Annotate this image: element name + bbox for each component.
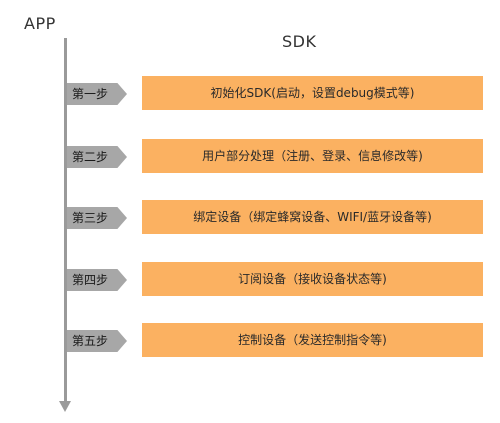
step-row-5: 第五步 控制设备（发送控制指令等)	[0, 323, 500, 357]
step-tag-4: 第四步	[67, 269, 127, 291]
step-row-1: 第一步 初始化SDK(启动，设置debug模式等)	[0, 76, 500, 110]
step-tag-3: 第三步	[67, 207, 127, 229]
timeline-line	[64, 38, 67, 402]
step-box-5: 控制设备（发送控制指令等)	[142, 323, 483, 357]
step-tag-1: 第一步	[67, 83, 127, 105]
step-tag-2: 第二步	[67, 146, 127, 168]
step-row-4: 第四步 订阅设备（接收设备状态等)	[0, 262, 500, 296]
step-box-1: 初始化SDK(启动，设置debug模式等)	[142, 76, 483, 110]
step-row-2: 第二步 用户部分处理（注册、登录、信息修改等)	[0, 139, 500, 173]
step-row-3: 第三步 绑定设备（绑定蜂窝设备、WIFI/蓝牙设备等)	[0, 200, 500, 234]
timeline-arrow-down-icon	[59, 401, 71, 412]
step-box-2: 用户部分处理（注册、登录、信息修改等)	[142, 139, 483, 173]
sdk-lane-label: SDK	[282, 32, 317, 51]
step-box-3: 绑定设备（绑定蜂窝设备、WIFI/蓝牙设备等)	[142, 200, 483, 234]
step-tag-5: 第五步	[67, 330, 127, 352]
app-lane-label: APP	[24, 14, 56, 33]
step-box-4: 订阅设备（接收设备状态等)	[142, 262, 483, 296]
